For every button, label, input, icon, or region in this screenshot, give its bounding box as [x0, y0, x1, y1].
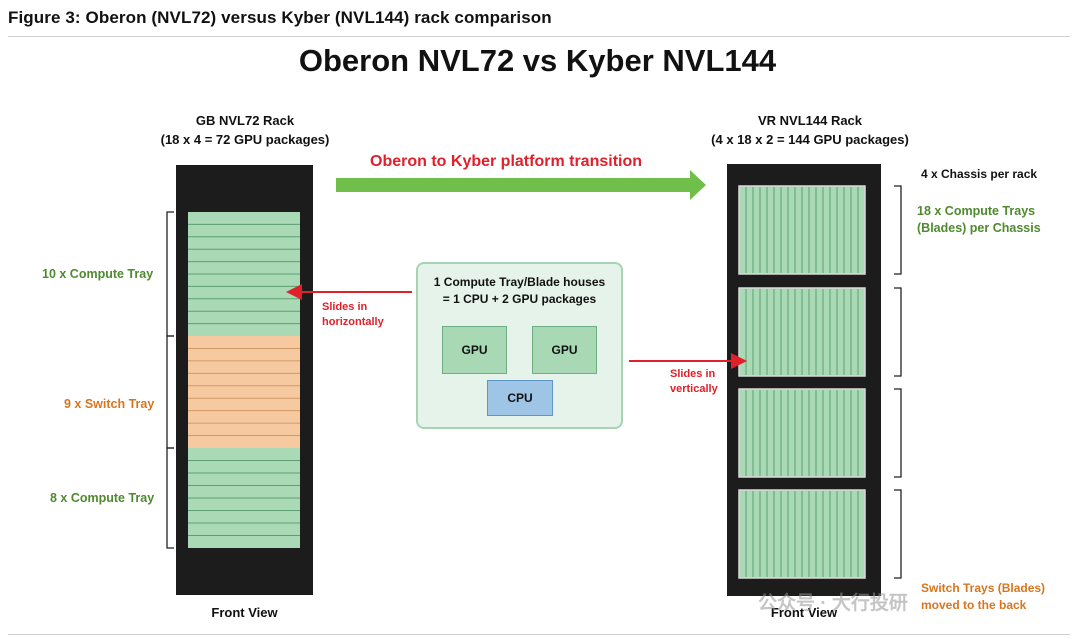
left-rack-title: GB NVL72 Rack (18 x 4 = 72 GPU packages)	[140, 111, 350, 149]
chassis-per-rack-note: 4 x Chassis per rack	[921, 167, 1038, 181]
callout-description: 1 Compute Tray/Blade houses = 1 CPU + 2 …	[416, 274, 623, 308]
switch-tray-group-label: 9 x Switch Tray	[64, 397, 155, 411]
caption-divider	[8, 36, 1070, 37]
vertical-slide-line1: Slides in	[670, 368, 716, 380]
callout-line2: = 1 CPU + 2 GPU packages	[442, 292, 597, 306]
right-front-view-label: Front View	[770, 605, 838, 620]
diagram-title: Oberon NVL72 vs Kyber NVL144	[298, 43, 777, 78]
switch-note-line2: moved to the back	[921, 598, 1027, 612]
callout-line1: 1 Compute Tray/Blade houses	[433, 275, 606, 289]
left-rack-name: GB NVL72 Rack	[195, 113, 295, 128]
horizontal-slide-note: Slides in horizontally	[322, 300, 384, 330]
watermark-text: 公众号 · 大行投研	[758, 593, 908, 614]
left-rack-brackets	[166, 211, 174, 549]
blades-per-chassis-note: 18 x Compute Trays (Blades) per Chassis	[917, 203, 1041, 237]
blades-note-line2: (Blades) per Chassis	[917, 221, 1041, 235]
bottom-divider	[8, 634, 1070, 635]
vertical-slide-note: Slides in vertically	[670, 367, 718, 397]
gpu-package-left: GPU	[442, 326, 507, 374]
blades-note-line1: 18 x Compute Trays	[917, 204, 1036, 218]
right-rack-title: VR NVL144 Rack (4 x 18 x 2 = 144 GPU pac…	[690, 111, 930, 149]
switch-note-line1: Switch Trays (Blades)	[921, 581, 1046, 595]
left-rack-trays	[188, 212, 300, 548]
switch-trays-note: Switch Trays (Blades) moved to the back	[921, 580, 1045, 614]
transition-arrow	[336, 170, 706, 200]
figure-caption: Figure 3: Oberon (NVL72) versus Kyber (N…	[8, 8, 552, 27]
right-rack-brackets	[894, 185, 902, 579]
left-front-view-label: Front View	[211, 605, 278, 620]
horizontal-slide-line1: Slides in	[322, 301, 368, 313]
vertical-slide-line2: vertically	[670, 383, 718, 395]
right-rack-formula: (4 x 18 x 2 = 144 GPU packages)	[711, 132, 909, 147]
gpu-package-right: GPU	[532, 326, 597, 374]
compute-tray-group-bottom-label: 8 x Compute Tray	[50, 491, 155, 505]
switch-tray-block	[188, 336, 300, 448]
right-rack-name: VR NVL144 Rack	[757, 113, 863, 128]
right-rack-chassis	[738, 185, 866, 579]
left-rack-formula: (18 x 4 = 72 GPU packages)	[160, 132, 330, 147]
transition-label: Oberon to Kyber platform transition	[370, 153, 643, 170]
horizontal-slide-line2: horizontally	[322, 316, 384, 328]
compute-tray-group-top-label: 10 x Compute Tray	[42, 267, 154, 281]
cpu-package: CPU	[487, 380, 553, 416]
